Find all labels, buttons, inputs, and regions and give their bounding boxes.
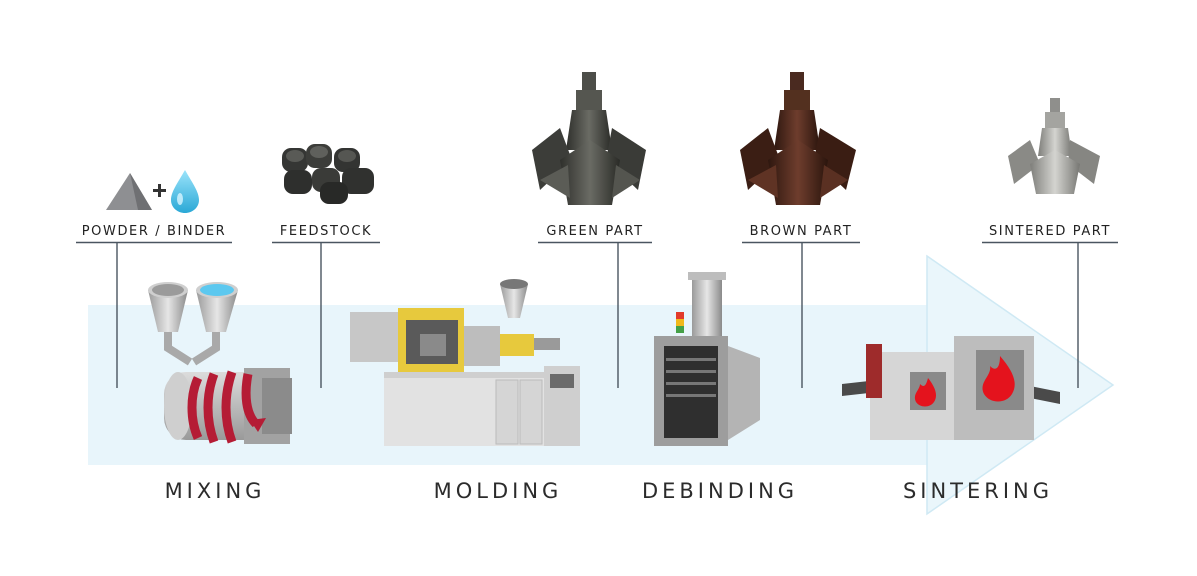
- label-sintered-part: SINTERED PART: [988, 224, 1112, 239]
- sintered-part-icon: [1008, 98, 1100, 194]
- label-powder-binder: POWDER / BINDER: [81, 224, 227, 239]
- plus-icon: [153, 184, 166, 197]
- stage-title-molding: MOLDING: [433, 479, 563, 503]
- leader-lines: [76, 241, 1118, 388]
- stage-title-mixing: MIXING: [164, 479, 266, 503]
- binder-drop-icon: [171, 170, 199, 213]
- powder-pile-icon: [106, 173, 152, 210]
- pellets-icon: [282, 144, 374, 204]
- injection-molder-icon: [350, 279, 580, 446]
- debinding-oven-icon: [654, 272, 760, 446]
- sintering-furnace-icon: [842, 336, 1060, 440]
- stage-title-sintering: SINTERING: [902, 479, 1054, 503]
- label-green-part: GREEN PART: [546, 224, 644, 239]
- flame-icon: [914, 378, 936, 407]
- flame-icon: [982, 356, 1015, 402]
- brown-part-icon: [740, 72, 856, 205]
- green-part-icon: [532, 72, 646, 205]
- mixer-icon: [148, 282, 292, 444]
- label-brown-part: BROWN PART: [749, 224, 853, 239]
- stage-title-debinding: DEBINDING: [641, 479, 799, 503]
- label-feedstock: FEEDSTOCK: [279, 224, 373, 239]
